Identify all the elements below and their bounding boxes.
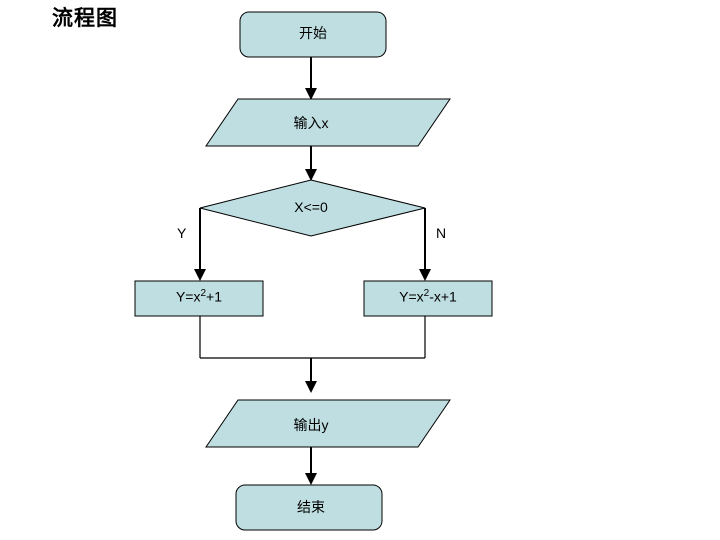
page-title: 流程图	[52, 7, 118, 30]
arrowhead-start-to-input	[305, 88, 317, 100]
node-proc-yes-label-prefix: Y=x	[175, 288, 201, 305]
node-proc-yes-label-suffix: +1	[206, 288, 223, 305]
branch-label-no: N	[436, 225, 447, 241]
node-end-shape[interactable]	[235, 484, 383, 531]
arrowhead-decision-to-proc-yes	[194, 269, 206, 281]
node-proc-no-label-prefix: Y=x	[399, 288, 424, 305]
node-end-label: 结束	[297, 499, 325, 515]
node-proc-yes-label-exponent: 2	[200, 288, 207, 299]
arrowhead-output-to-end	[305, 473, 317, 485]
node-start-label: 开始	[299, 25, 327, 41]
node-input-shape[interactable]	[205, 98, 451, 147]
arrowhead-decision-to-proc-no	[419, 269, 431, 281]
node-proc-no-label-suffix: -x+1	[429, 288, 457, 305]
node-proc-no-label-exponent: 2	[423, 288, 430, 299]
node-output-shape[interactable]	[205, 399, 451, 448]
node-proc-no-shape[interactable]	[363, 280, 493, 317]
arrowhead-input-to-decision	[305, 169, 317, 181]
node-input-label: 输入x	[293, 115, 329, 131]
node-start-shape[interactable]	[239, 11, 387, 58]
node-proc-yes-label: Y=x2+1	[137, 289, 261, 304]
node-decision-label: X<=0	[294, 199, 328, 215]
node-proc-no-label: Y=x2-x+1	[366, 289, 490, 304]
arrowhead-merge-to-output	[305, 381, 317, 393]
node-decision-shape[interactable]	[199, 179, 426, 237]
node-proc-yes-shape[interactable]	[134, 280, 264, 317]
branch-label-yes: Y	[177, 225, 187, 241]
node-output-label: 输出y	[293, 417, 329, 433]
